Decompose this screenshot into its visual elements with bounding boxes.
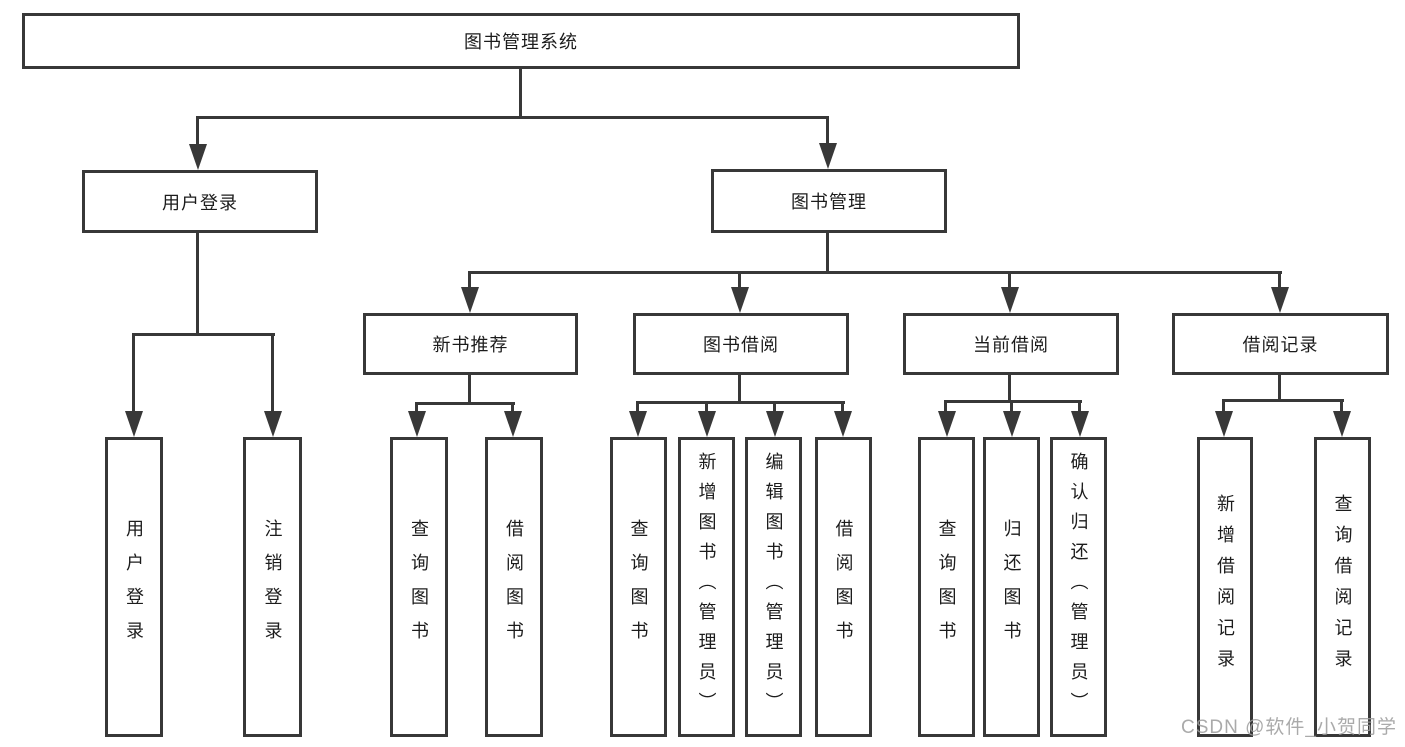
- connector-line: [416, 402, 515, 405]
- arrowhead-down-icon: [264, 411, 282, 437]
- arrowhead-down-icon: [766, 411, 784, 437]
- node-book-borrow: 图书借阅: [633, 313, 849, 375]
- arrowhead-down-icon: [1001, 287, 1019, 313]
- connector-line: [519, 69, 522, 118]
- arrowhead-down-icon: [1071, 411, 1089, 437]
- connector-line: [469, 271, 1282, 274]
- connector-line: [1078, 400, 1081, 412]
- connector-line: [1010, 400, 1013, 412]
- node-leaf-logout: 注销登录: [243, 437, 302, 737]
- connector-line: [468, 375, 471, 404]
- connector-line: [944, 400, 947, 412]
- connector-line: [196, 116, 829, 119]
- connector-line: [1223, 399, 1344, 402]
- arrowhead-down-icon: [504, 411, 522, 437]
- connector-line: [1278, 271, 1281, 289]
- arrowhead-down-icon: [1215, 411, 1233, 437]
- node-user-login: 用户登录: [82, 170, 318, 233]
- connector-line: [636, 401, 639, 413]
- connector-line: [133, 333, 275, 336]
- node-current-borrow: 当前借阅: [903, 313, 1119, 375]
- arrowhead-down-icon: [819, 143, 837, 169]
- node-leaf-borrow-book-recommend: 借阅图书: [485, 437, 543, 737]
- connector-line: [841, 401, 844, 413]
- arrowhead-down-icon: [461, 287, 479, 313]
- arrowhead-down-icon: [629, 411, 647, 437]
- connector-line: [945, 400, 1082, 403]
- node-leaf-query-book-borrow: 查询图书: [610, 437, 667, 737]
- connector-line: [637, 401, 845, 404]
- arrowhead-down-icon: [834, 411, 852, 437]
- arrowhead-down-icon: [731, 287, 749, 313]
- node-leaf-return-book: 归还图书: [983, 437, 1040, 737]
- arrowhead-down-icon: [125, 411, 143, 437]
- arrowhead-down-icon: [408, 411, 426, 437]
- node-leaf-add-borrow-record: 新增借阅记录: [1197, 437, 1253, 737]
- connector-line: [468, 271, 471, 289]
- connector-line: [196, 233, 199, 335]
- node-leaf-query-book-recommend: 查询图书: [390, 437, 448, 737]
- connector-line: [196, 116, 199, 146]
- node-leaf-borrow-book: 借阅图书: [815, 437, 872, 737]
- connector-line: [738, 271, 741, 289]
- arrowhead-down-icon: [1003, 411, 1021, 437]
- node-borrow-records: 借阅记录: [1172, 313, 1389, 375]
- connector-line: [511, 402, 514, 414]
- connector-line: [826, 116, 829, 146]
- arrowhead-down-icon: [1271, 287, 1289, 313]
- connector-line: [271, 333, 274, 413]
- connector-line: [1278, 375, 1281, 401]
- node-book-management: 图书管理: [711, 169, 947, 233]
- node-leaf-query-book-current: 查询图书: [918, 437, 975, 737]
- arrowhead-down-icon: [189, 144, 207, 170]
- connector-line: [773, 401, 776, 413]
- connector-line: [1008, 271, 1011, 289]
- connector-line: [1008, 375, 1011, 402]
- node-new-book-recommend: 新书推荐: [363, 313, 578, 375]
- arrowhead-down-icon: [698, 411, 716, 437]
- connector-line: [132, 333, 135, 413]
- node-leaf-add-book-admin: 新增图书（管理员）: [678, 437, 735, 737]
- connector-line: [705, 401, 708, 413]
- connector-line: [415, 402, 418, 414]
- node-leaf-user-login: 用户登录: [105, 437, 163, 737]
- arrowhead-down-icon: [938, 411, 956, 437]
- node-leaf-edit-book-admin: 编辑图书（管理员）: [745, 437, 802, 737]
- watermark-text: CSDN @软件_小贺同学: [1181, 717, 1397, 738]
- node-leaf-query-borrow-record: 查询借阅记录: [1314, 437, 1371, 737]
- arrowhead-down-icon: [1333, 411, 1351, 437]
- node-library-system: 图书管理系统: [22, 13, 1020, 69]
- connector-line: [1340, 399, 1343, 411]
- connector-line: [826, 233, 829, 273]
- node-leaf-confirm-return-admin: 确认归还（管理员）: [1050, 437, 1107, 737]
- connector-line: [1222, 399, 1225, 411]
- connector-line: [738, 375, 741, 403]
